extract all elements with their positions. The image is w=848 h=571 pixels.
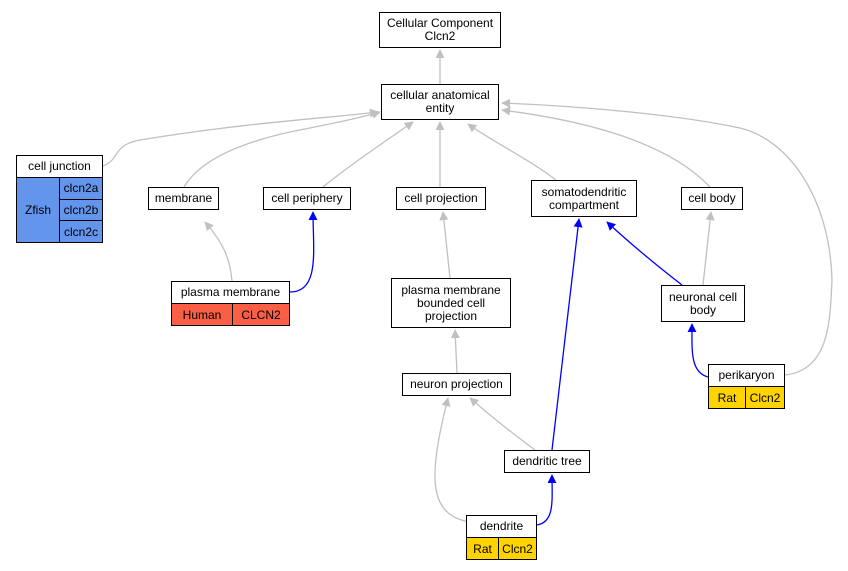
node-cellular-anatomical-entity[interactable]: cellular anatomical entity <box>381 84 499 120</box>
zfish-annotation: Zfish clcn2a clcn2b clcn2c <box>16 178 103 243</box>
edge-dendritic-tree-to-neuron-projection <box>469 397 536 451</box>
edge-membrane-to-cae <box>183 110 381 188</box>
species-rat: Rat <box>473 541 492 556</box>
node-perikaryon[interactable]: perikaryon <box>708 364 785 387</box>
node-somatodendritic-compartment[interactable]: somatodendritic compartment <box>531 180 637 217</box>
edge-cell-junction-to-cae <box>102 108 379 167</box>
edge-pm-bounded-to-cell-projection <box>439 211 451 279</box>
species-rat: Rat <box>717 390 737 405</box>
edge-perikaryon-to-cae <box>501 98 833 376</box>
gene-Clcn2[interactable]: Clcn2 <box>745 387 784 408</box>
edge-layer <box>102 49 833 526</box>
edge-dendrite-to-dendritic-tree <box>536 474 557 526</box>
edge-dendritic-tree-to-somatodendritic <box>551 218 583 451</box>
edge-somatodendritic-to-cae <box>467 123 557 181</box>
node-cell-junction[interactable]: cell junction <box>16 155 103 178</box>
species-human: Human <box>182 307 222 322</box>
edge-neuron-projection-to-pm-bounded <box>450 329 460 374</box>
node-plasma-membrane-bounded-cell-projection[interactable]: plasma membrane bounded cell projection <box>391 278 511 328</box>
node-neuron-projection[interactable]: neuron projection <box>402 373 511 396</box>
species-zfish: Zfish <box>17 178 60 242</box>
edge-neuronal-cell-body-to-somatodendritic <box>606 221 683 286</box>
gene-clcn2b[interactable]: clcn2b <box>60 198 102 221</box>
perikaryon-rat-annotation: Rat Clcn2 <box>708 387 785 409</box>
edge-neuronal-cell-body-to-cell-body <box>702 211 715 286</box>
node-cell-periphery[interactable]: cell periphery <box>263 187 351 210</box>
node-neuronal-cell-body[interactable]: neuronal cell body <box>661 285 745 322</box>
gene-clcn2c[interactable]: clcn2c <box>60 220 102 243</box>
edge-plasma-membrane-to-cell-periphery <box>289 211 318 293</box>
node-plasma-membrane[interactable]: plasma membrane <box>171 281 290 304</box>
edge-cell-body-to-cae <box>501 106 711 188</box>
gene-CLCN2[interactable]: CLCN2 <box>232 304 289 325</box>
edge-perikaryon-to-neuronal-cell-body <box>687 323 709 378</box>
gene-clcn2a[interactable]: clcn2a <box>60 178 102 199</box>
node-cellular-component[interactable]: Cellular Component Clcn2 <box>379 12 501 48</box>
dendrite-rat-annotation: Rat Clcn2 <box>466 538 537 560</box>
node-dendrite[interactable]: dendrite <box>466 515 537 538</box>
node-membrane[interactable]: membrane <box>148 187 219 210</box>
node-cell-projection[interactable]: cell projection <box>396 187 486 210</box>
human-annotation: Human CLCN2 <box>171 304 290 326</box>
edge-cell-periphery-to-cae <box>322 121 414 188</box>
edge-dendrite-to-neuron-projection <box>434 397 471 523</box>
node-cell-body[interactable]: cell body <box>681 187 743 210</box>
edge-plasma-membrane-to-membrane <box>204 221 233 282</box>
gene-Clcn2[interactable]: Clcn2 <box>498 538 536 559</box>
node-dendritic-tree[interactable]: dendritic tree <box>504 450 590 473</box>
